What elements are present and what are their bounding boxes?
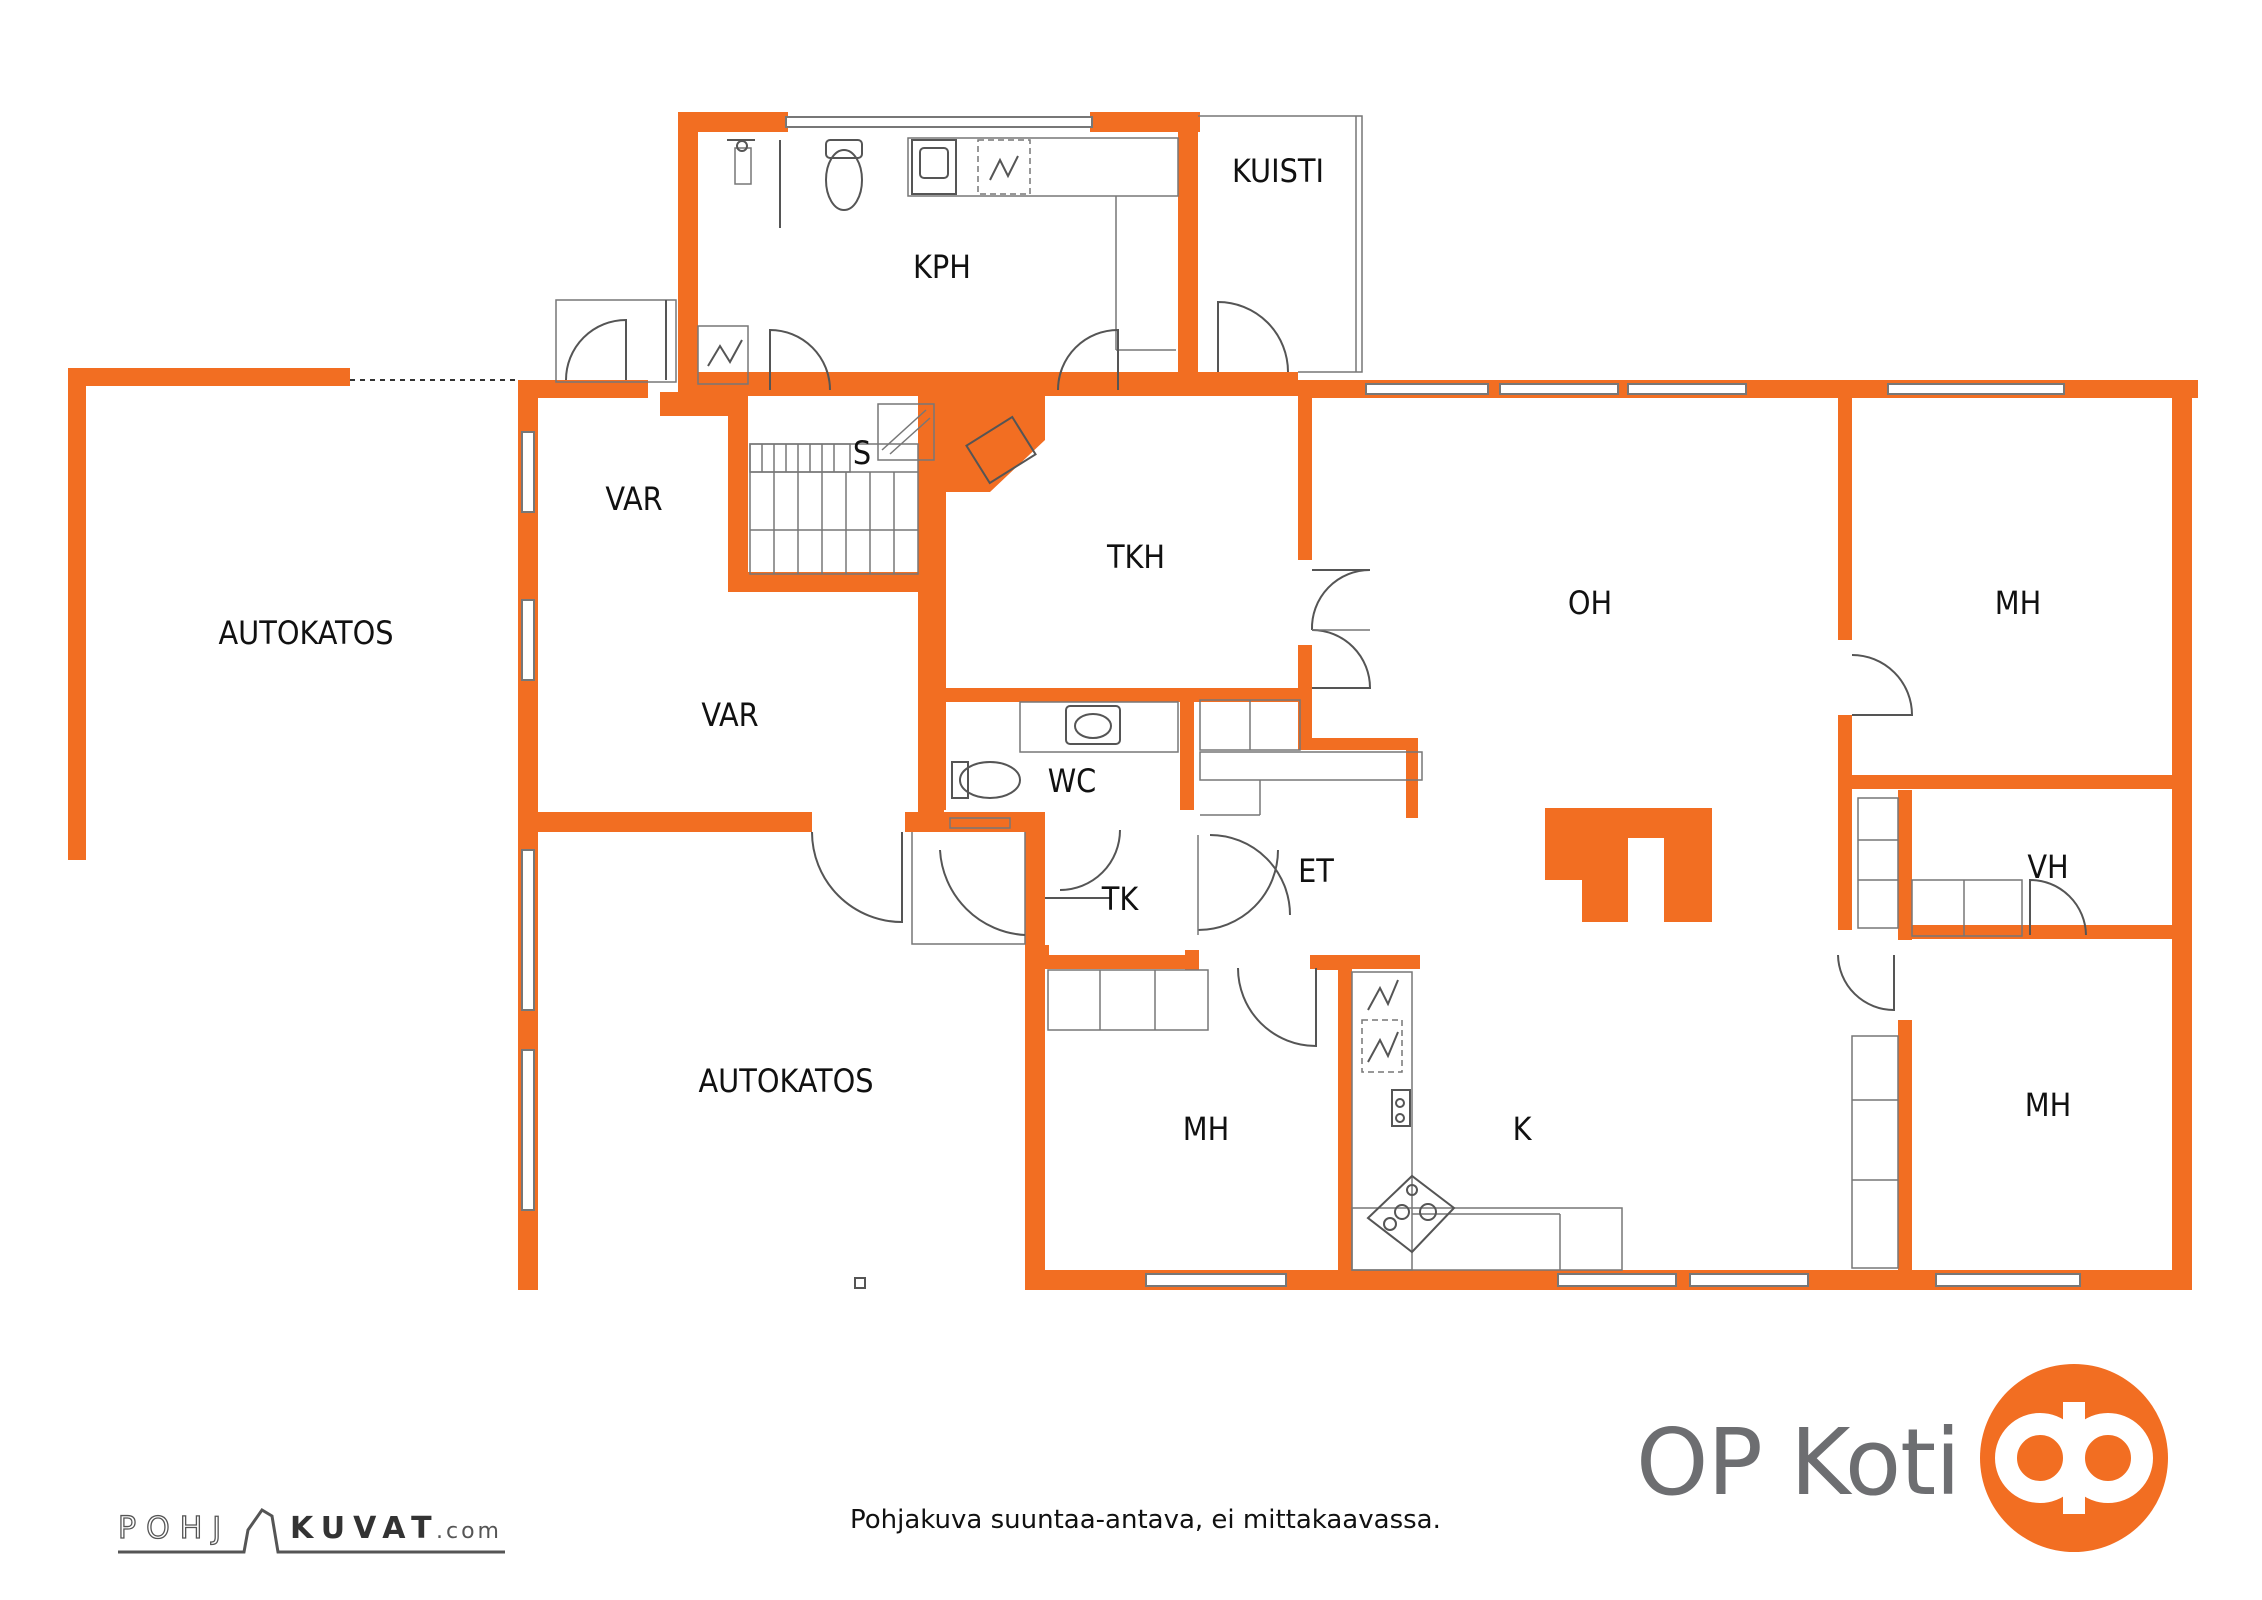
wardrobes (1047, 797, 2023, 1269)
wc-fixtures (949, 699, 1423, 829)
label-k: K (1513, 1110, 1533, 1148)
marker (854, 1277, 866, 1289)
label-kuisti: KUISTI (1232, 152, 1324, 190)
label-vh: VH (2027, 848, 2068, 886)
label-mh-right: MH (2025, 1086, 2072, 1124)
credit-text-right: KUVAT (290, 1511, 440, 1546)
pohjakuvat-logo: POHJ KUVAT .com (117, 1507, 505, 1554)
label-tkh: TKH (1106, 538, 1165, 576)
label-var-upper: VAR (605, 480, 662, 518)
label-kph: KPH (913, 248, 971, 286)
room-labels: KUISTI KPH S VAR VAR AUTOKATOS AUTOKATOS… (218, 152, 2071, 1148)
label-tk: TK (1101, 880, 1140, 918)
carport-left-walls (68, 368, 520, 860)
stair (749, 403, 1037, 575)
label-s: S (853, 434, 871, 472)
kitchen-fixtures (1351, 971, 1623, 1271)
label-autokatos-lower: AUTOKATOS (698, 1062, 873, 1100)
door-arcs (811, 654, 2087, 1048)
kph-fixtures (697, 137, 1179, 391)
credit-suffix: .com (436, 1519, 502, 1544)
label-autokatos-left: AUTOKATOS (218, 614, 393, 652)
label-oh: OH (1568, 584, 1612, 622)
label-var-lower: VAR (701, 696, 758, 734)
exterior-walls (518, 112, 2198, 1290)
disclaimer-text: Pohjakuva suuntaa-antava, ei mittakaavas… (850, 1505, 1441, 1535)
interior-walls (530, 390, 2192, 1275)
brand-name: OP Koti (1636, 1409, 1960, 1516)
windows (521, 116, 2081, 1287)
label-et: ET (1298, 852, 1334, 890)
tkh-doors (1310, 569, 1372, 689)
credit-text-left: POHJ (118, 1511, 231, 1546)
op-koti-logo: OP Koti (1636, 1364, 2168, 1552)
label-mh-left: MH (1183, 1110, 1230, 1148)
label-mh-upper: MH (1995, 584, 2042, 622)
entry-door-var (555, 299, 677, 383)
kuisti-outline (1198, 115, 1363, 373)
label-wc: WC (1048, 762, 1097, 800)
